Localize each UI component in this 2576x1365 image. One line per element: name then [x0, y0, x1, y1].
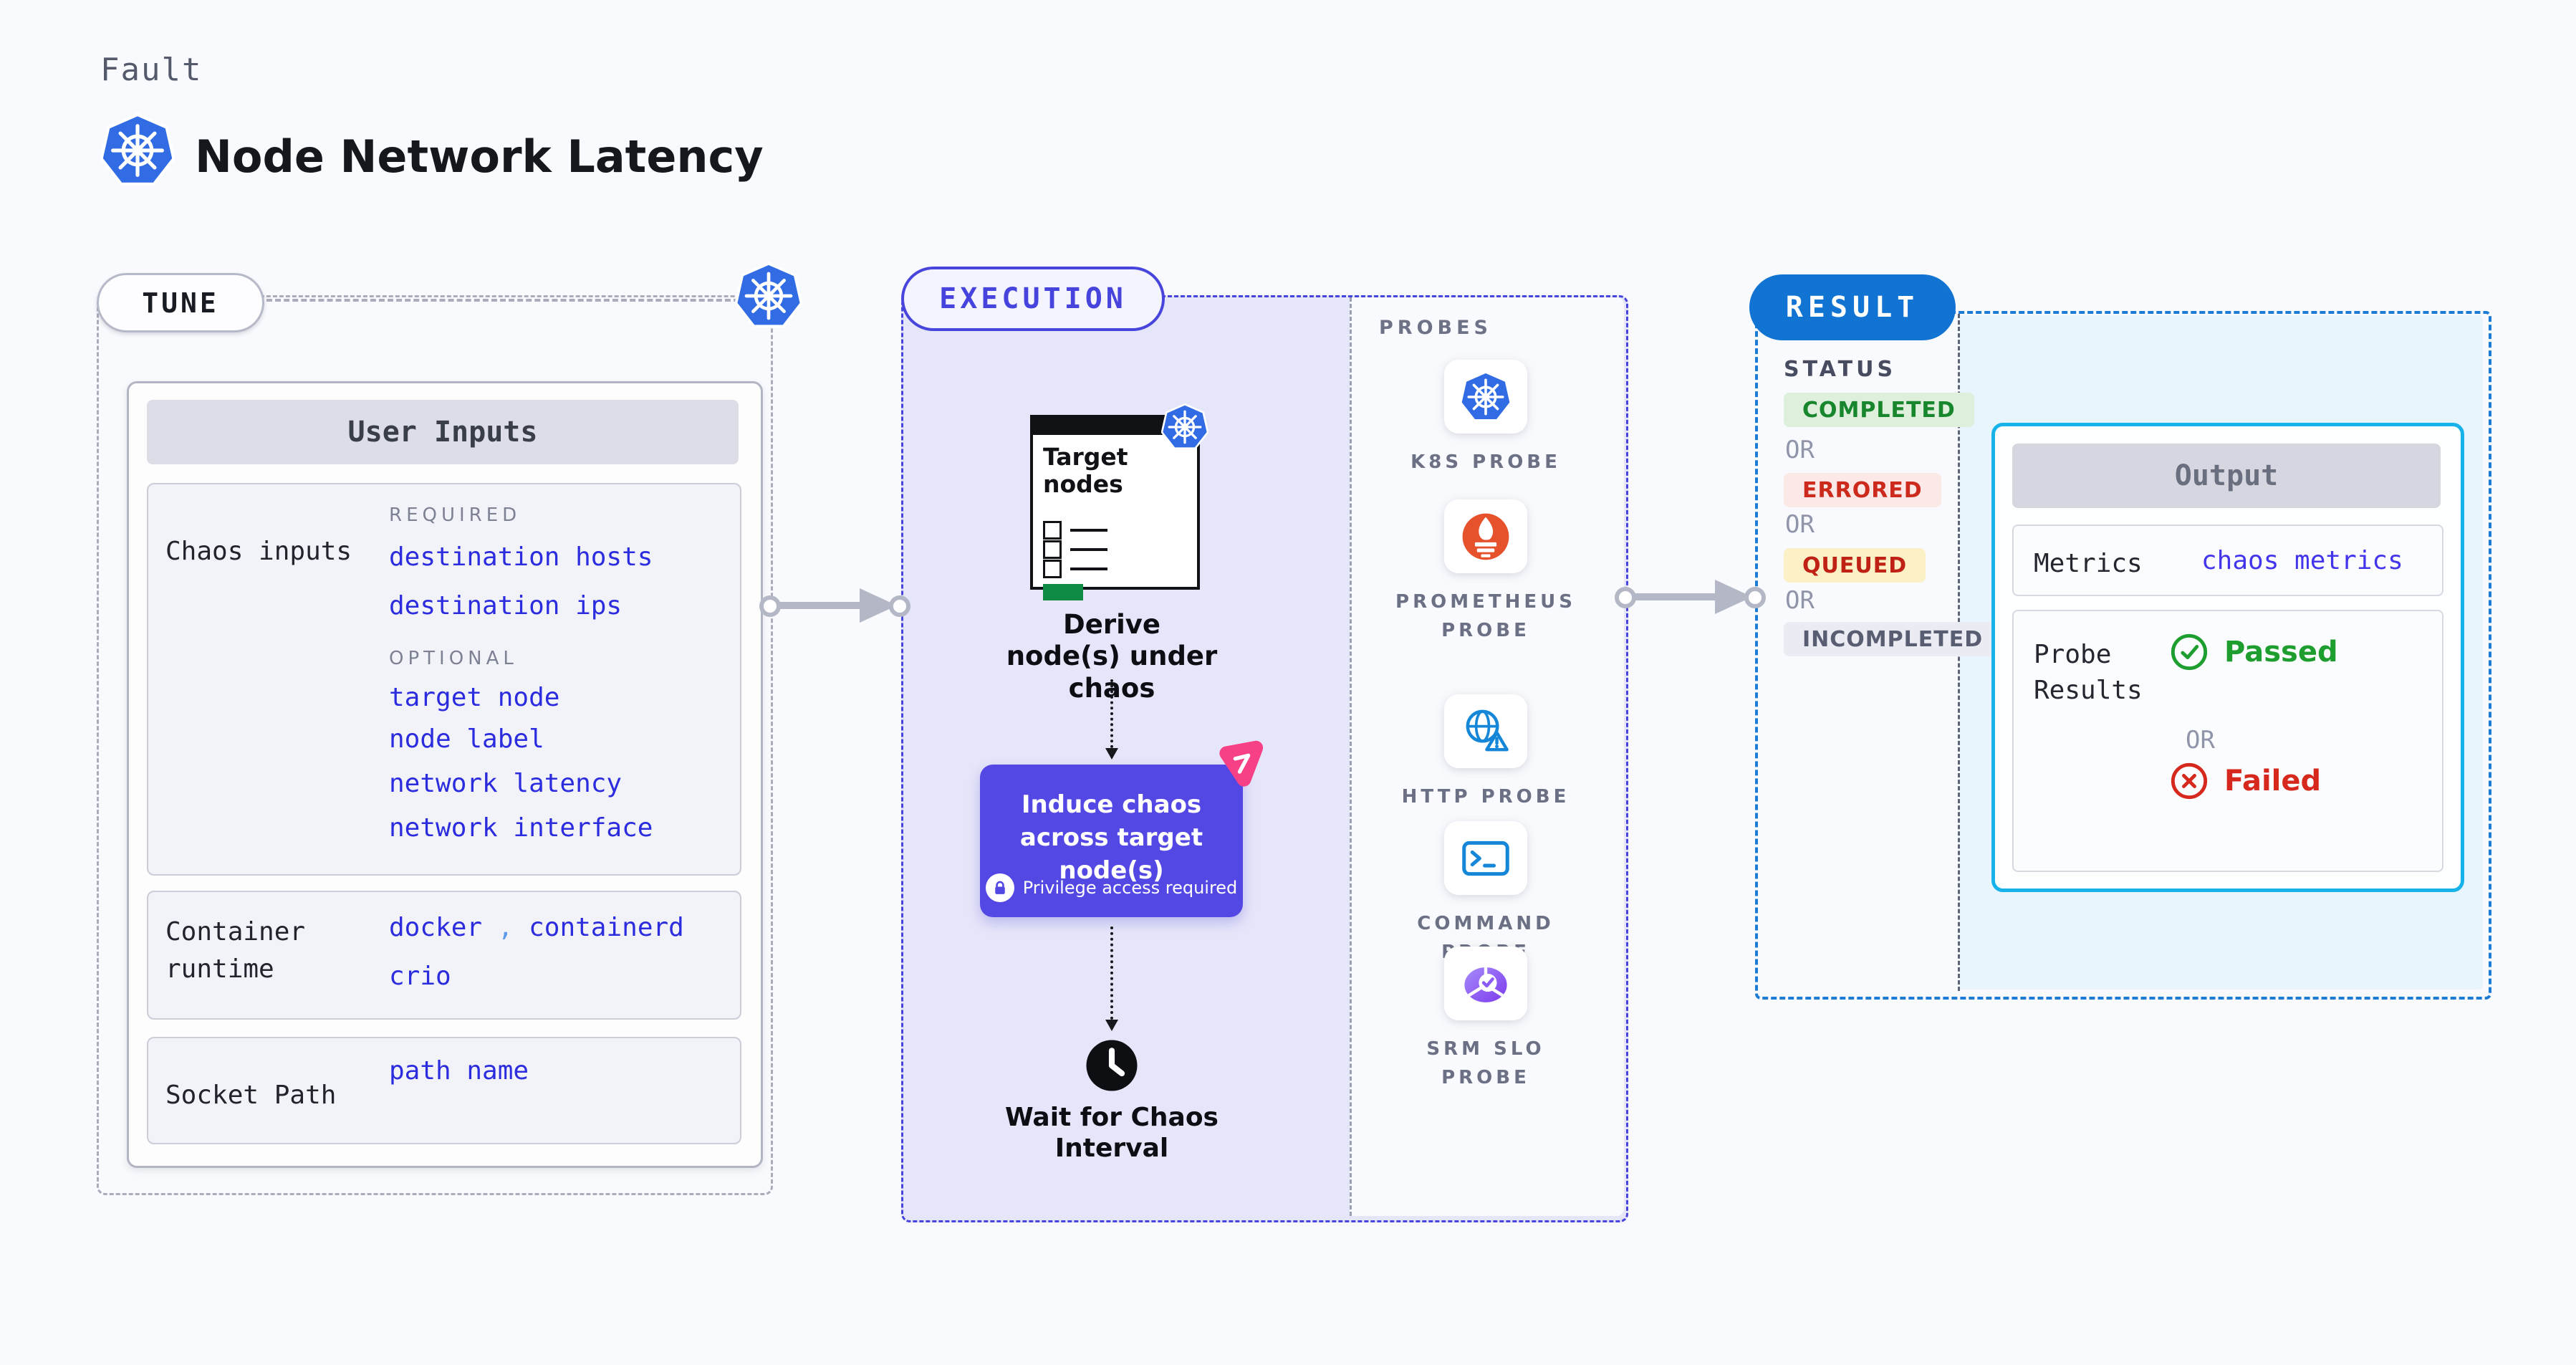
probe-item-http: HTTP PROBE	[1350, 694, 1622, 811]
probe-item-k8s: K8S PROBE	[1350, 360, 1622, 476]
status-heading: STATUS	[1784, 357, 1897, 382]
clock-icon	[1085, 1039, 1138, 1092]
socket-path-section: Socket Path path name	[147, 1037, 741, 1144]
wait-chaos-interval-label: Wait for Chaos Interval	[1005, 1103, 1219, 1164]
probe-item-command: COMMAND PROBE	[1350, 821, 1622, 967]
srm-slo-probe-icon	[1444, 947, 1527, 1020]
litmus-chaos-icon	[1213, 738, 1268, 792]
http-probe-icon	[1444, 694, 1527, 768]
link-network-interface[interactable]: network interface	[389, 813, 653, 843]
value-crio[interactable]: crio	[389, 962, 451, 991]
privilege-access-label: Privilege access required	[1022, 878, 1238, 898]
link-node-label[interactable]: node label	[389, 724, 544, 754]
status-badge-incompleted: INCOMPLETED	[1784, 622, 2002, 656]
container-runtime-values-line1: docker , containerd	[389, 915, 684, 941]
kubernetes-corner-icon	[735, 262, 802, 330]
link-network-latency[interactable]: network latency	[389, 769, 623, 798]
lock-icon	[985, 873, 1014, 902]
metrics-label: Metrics	[2034, 549, 2143, 578]
target-card-progress-bar	[1043, 584, 1083, 600]
required-heading: REQUIRED	[389, 504, 522, 526]
probe-label: HTTP PROBE	[1401, 786, 1570, 808]
status-badge-queued: QUEUED	[1784, 548, 1926, 583]
fault-kicker: Fault	[100, 52, 203, 88]
status-badge-errored: ERRORED	[1784, 473, 1941, 507]
probe-results-row: Probe Results Passed OR Failed	[2012, 610, 2443, 872]
value-docker[interactable]: docker	[389, 913, 483, 942]
failed-x-icon	[2171, 762, 2208, 800]
probes-heading: PROBES	[1379, 317, 1493, 339]
link-target-node[interactable]: target node	[389, 683, 560, 712]
derive-nodes-label: Derive node(s) under chaos	[1006, 609, 1218, 704]
value-containerd[interactable]: containerd	[529, 913, 684, 942]
optional-heading: OPTIONAL	[389, 648, 518, 669]
passed-check-icon	[2171, 633, 2208, 671]
or-label: OR	[1785, 510, 1815, 539]
or-label: OR	[1785, 586, 1815, 615]
link-destination-hosts[interactable]: destination hosts	[389, 542, 653, 572]
probe-item-prometheus: PROMETHEUS PROBE	[1350, 499, 1622, 646]
prometheus-probe-icon	[1444, 499, 1527, 573]
kubernetes-logo-icon	[100, 113, 175, 188]
link-destination-ips[interactable]: destination ips	[389, 591, 623, 621]
k8s-probe-icon	[1444, 360, 1527, 434]
metrics-row: Metrics chaos metrics	[2012, 525, 2443, 596]
result-section-box	[1755, 311, 2491, 1000]
tune-connector-line	[266, 299, 739, 302]
induce-chaos-box: Induce chaos across target node(s) Privi…	[980, 765, 1243, 917]
output-header: Output	[2012, 444, 2441, 508]
kubernetes-card-icon	[1161, 403, 1208, 451]
container-runtime-label: Container runtime	[165, 917, 306, 985]
status-badge-completed: COMPLETED	[1784, 393, 1974, 427]
container-runtime-section: Container runtime docker , containerd cr…	[147, 891, 741, 1020]
probe-item-srm-slo: SRM SLO PROBE	[1350, 947, 1622, 1093]
tune-section-box	[97, 295, 773, 1195]
execution-pill: EXECUTION	[901, 267, 1165, 331]
probe-label: PROMETHEUS PROBE	[1395, 591, 1576, 642]
output-card: Output Metrics chaos metrics Probe Resul…	[1991, 423, 2464, 892]
user-inputs-header: User Inputs	[147, 400, 739, 464]
flow-arrow-down	[1105, 679, 1118, 760]
induce-chaos-title: Induce chaos across target node(s)	[1019, 790, 1203, 885]
command-probe-icon	[1444, 821, 1527, 895]
socket-path-label: Socket Path	[165, 1081, 337, 1110]
arrow-tune-to-execution	[759, 587, 910, 624]
passed-label: Passed	[2224, 636, 2338, 669]
target-node-row	[1043, 560, 1107, 578]
arrow-execution-to-result	[1615, 578, 1766, 616]
chaos-metrics-link[interactable]: chaos metrics	[2201, 546, 2403, 575]
target-node-row	[1043, 540, 1107, 559]
probe-results-label: Probe Results	[2034, 640, 2143, 706]
probe-label: K8S PROBE	[1410, 451, 1561, 473]
failed-label: Failed	[2224, 765, 2322, 798]
target-nodes-title: Target nodes	[1043, 443, 1128, 498]
or-label: OR	[1785, 436, 1815, 464]
page-title: Node Network Latency	[195, 130, 764, 183]
value-path-name[interactable]: path name	[389, 1056, 529, 1086]
or-label: OR	[2186, 726, 2215, 755]
flow-arrow-down	[1105, 926, 1118, 1031]
probe-label: SRM SLO PROBE	[1426, 1038, 1545, 1089]
chaos-inputs-label: Chaos inputs	[165, 537, 352, 566]
chaos-inputs-section: Chaos inputs REQUIRED destination hosts …	[147, 483, 741, 876]
target-node-row	[1043, 521, 1107, 540]
result-pill: RESULT	[1749, 274, 1956, 340]
tune-pill: TUNE	[97, 273, 264, 332]
value-separator: ,	[497, 913, 514, 942]
